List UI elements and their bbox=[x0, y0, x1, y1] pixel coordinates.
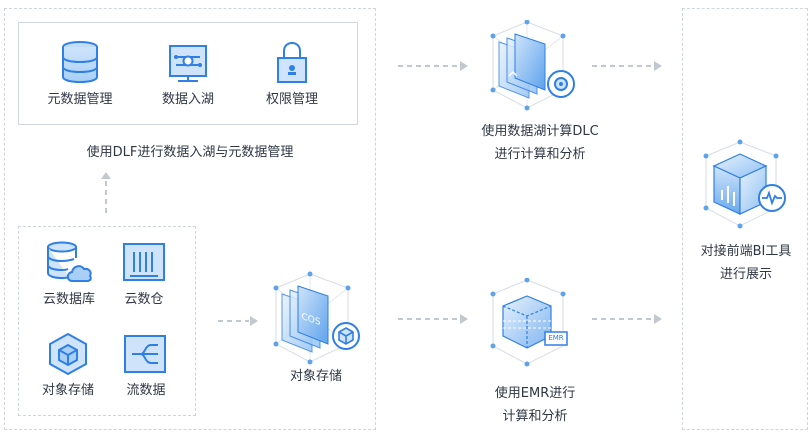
data-ingest-icon bbox=[168, 42, 208, 82]
bi-dashboard-icon bbox=[700, 138, 792, 230]
permission-management-label: 权限管理 bbox=[265, 92, 318, 107]
cube-icon bbox=[47, 332, 89, 376]
stream-data-icon bbox=[123, 334, 167, 374]
object-storage-label: 对象存储 bbox=[289, 369, 342, 384]
arrow-dlc-to-bi bbox=[592, 61, 662, 71]
bi-section bbox=[682, 8, 808, 430]
data-warehouse-icon bbox=[122, 242, 166, 282]
dlf-caption: 使用DLF进行数据入湖与元数据管理 bbox=[86, 145, 294, 160]
cloud-database-label: 云数据库 bbox=[42, 292, 95, 307]
object-storage-source-label: 对象存储 bbox=[41, 383, 94, 398]
data-ingest-label: 数据入湖 bbox=[161, 92, 214, 107]
dlc-compute-icon bbox=[487, 20, 583, 112]
emr-badge-text: EMR bbox=[548, 334, 564, 342]
database-icon bbox=[60, 40, 100, 84]
bi-label-line2: 进行展示 bbox=[719, 267, 772, 282]
arrow-to-emr bbox=[398, 314, 468, 324]
emr-label-line1: 使用EMR进行 bbox=[494, 386, 576, 401]
cloud-database-icon bbox=[45, 240, 93, 284]
bi-label-line1: 对接前端BI工具 bbox=[700, 244, 792, 259]
data-sources-box bbox=[18, 226, 196, 416]
metadata-management-label: 元数据管理 bbox=[47, 92, 113, 107]
stream-data-label: 流数据 bbox=[126, 383, 166, 398]
dlc-label-line2: 进行计算和分析 bbox=[494, 147, 586, 162]
data-warehouse-label: 云数仓 bbox=[124, 292, 164, 307]
lock-icon bbox=[276, 40, 308, 84]
emr-compute-icon bbox=[489, 278, 581, 368]
emr-label-line2: 计算和分析 bbox=[502, 409, 568, 424]
arrow-emr-to-bi bbox=[592, 314, 662, 324]
dlf-section bbox=[4, 8, 376, 430]
dlc-label-line1: 使用数据湖计算DLC bbox=[481, 124, 599, 139]
cos-storage-icon bbox=[268, 270, 368, 366]
arrow-to-dlc bbox=[398, 61, 468, 71]
up-arrow bbox=[100, 172, 112, 216]
arrow-sources-to-cos bbox=[218, 316, 258, 326]
